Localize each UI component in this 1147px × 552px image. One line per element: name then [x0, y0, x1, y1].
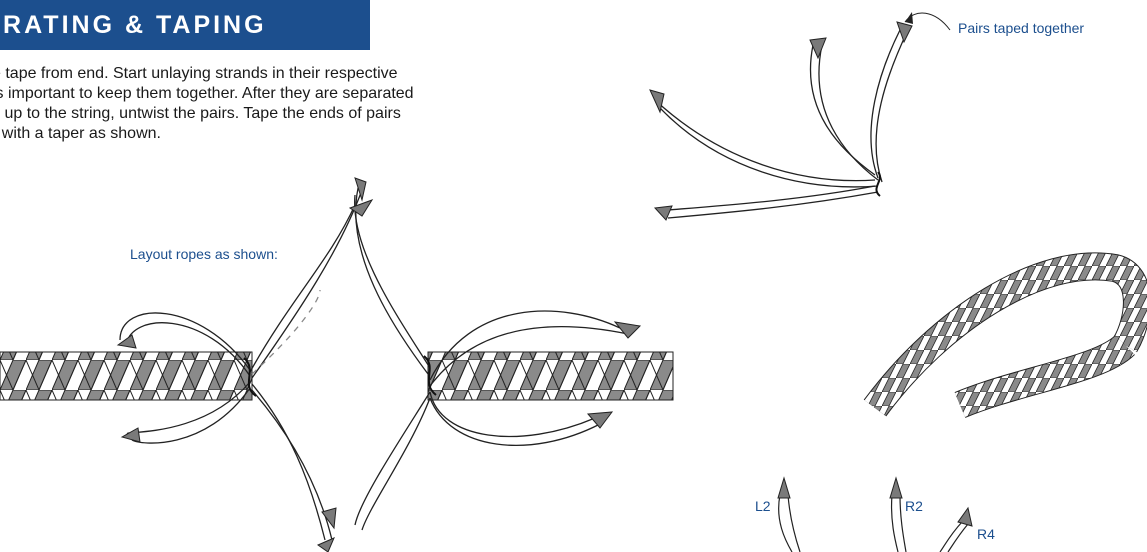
arrow-head-icon	[905, 12, 913, 24]
top-right-rope	[875, 266, 1137, 408]
left-rope	[0, 352, 252, 400]
right-rope	[428, 352, 673, 400]
bottom-right-tapes	[778, 478, 972, 526]
bottom-right-strands	[779, 495, 968, 552]
top-right-tapes	[650, 22, 912, 220]
top-right-strands	[655, 30, 908, 218]
